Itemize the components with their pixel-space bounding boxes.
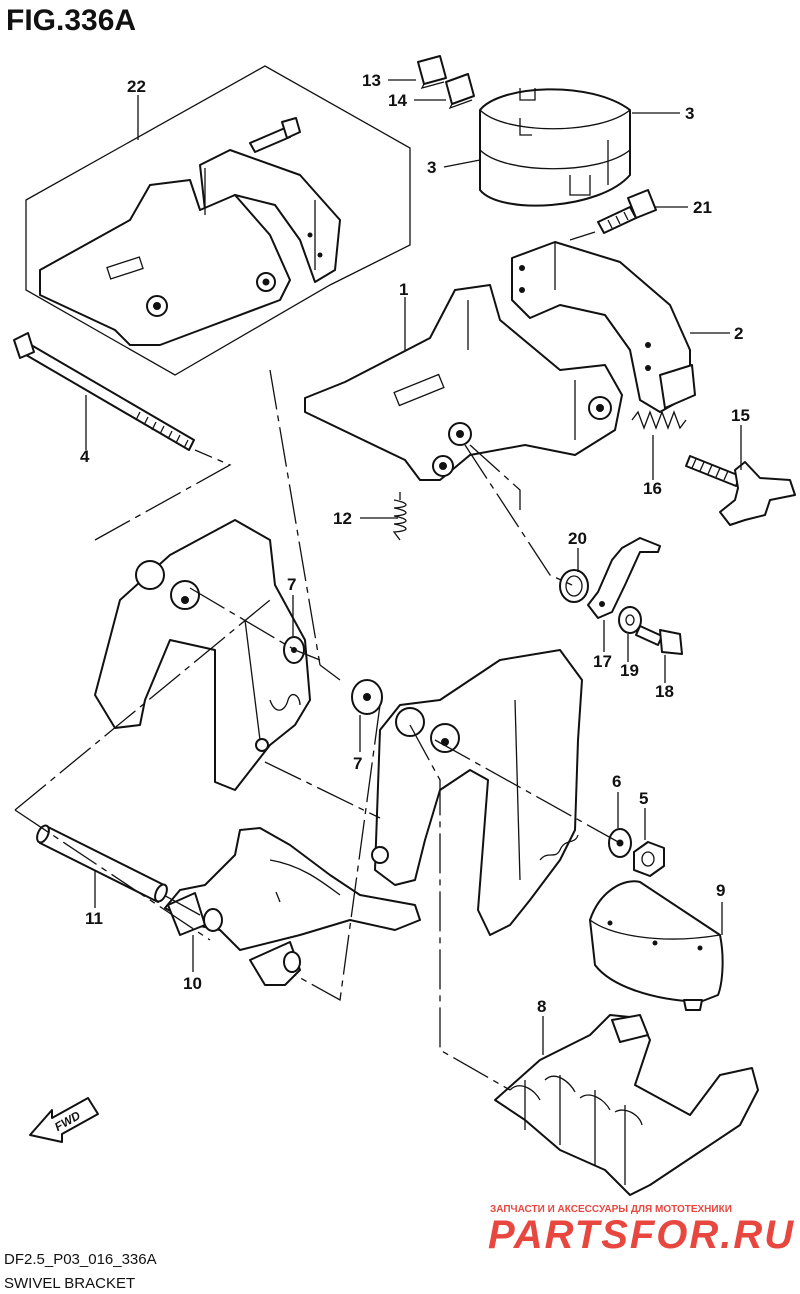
assembly-box-22 [25,65,411,376]
pad-14-drawing [445,73,475,110]
callout-2: 2 [734,324,743,343]
bolt-21-drawing [597,189,657,234]
pin-11-drawing [36,824,168,903]
callout-7-lower: 7 [353,754,362,773]
swivel-bracket-1-drawing [304,284,623,481]
stern-bracket-right-drawing [371,649,583,936]
watermark: ЗАПЧАСТИ И АКСЕССУАРЫ ДЛЯ МОТОТЕХНИКИ PA… [488,1204,795,1257]
callout-15: 15 [731,406,750,425]
fwd-arrow-icon: FWD [29,1097,99,1143]
callout-20: 20 [568,529,587,548]
centerlines [14,231,621,1091]
callout-11: 11 [85,909,103,928]
stern-bracket-left-drawing [94,519,311,791]
callout-16: 16 [643,479,662,498]
callout-10: 10 [183,974,202,993]
callout-1: 1 [399,280,408,299]
callout-7-upper: 7 [287,575,296,594]
washer-7b-drawing [351,679,383,715]
figure-code: DF2.5_P03_016_336A [4,1251,157,1268]
watermark-site: PARTSFOR.RU [488,1213,795,1257]
callout-19: 19 [620,661,639,680]
figure-name: SWIVEL BRACKET [4,1275,135,1292]
clamp-liner-3-drawing [479,88,631,207]
callout-labels: 22 13 14 3 3 21 1 2 4 15 16 12 20 7 17 1… [80,71,750,1016]
leader-lines [85,79,742,1055]
callout-17: 17 [593,652,612,671]
lever-17-drawing [587,537,661,619]
figure-title: FIG.336A [6,4,136,37]
tilt-plate-10-drawing [164,827,421,986]
callout-8: 8 [537,997,546,1016]
bolt-18-drawing [635,625,683,655]
thumb-screw-15-drawing [685,455,796,526]
callout-3-lower: 3 [427,158,436,177]
callout-18: 18 [655,682,674,701]
callout-14: 14 [388,91,407,110]
clamp-bracket-2-drawing [511,241,696,413]
callout-5: 5 [639,789,648,808]
long-bolt-4-drawing [13,332,195,451]
ring-20-drawing [559,569,589,603]
pad-13-drawing [417,55,447,90]
spring-16-drawing [631,410,687,430]
callout-3-upper: 3 [685,104,694,123]
nut-5-drawing [633,841,665,877]
swivel-bracket-assembly-drawing [39,117,341,346]
washer-19-drawing [618,606,642,634]
watermark-tagline: ЗАПЧАСТИ И АКСЕССУАРЫ ДЛЯ МОТОТЕХНИКИ [490,1204,732,1215]
callout-13: 13 [362,71,381,90]
clamp-shell-9-drawing [589,880,724,1011]
callout-9: 9 [716,881,725,900]
spring-12-drawing [392,492,407,541]
callout-6: 6 [612,772,621,791]
callout-4: 4 [80,447,90,466]
callout-21: 21 [693,198,712,217]
holder-8-drawing [494,1014,759,1196]
callout-12: 12 [333,509,352,528]
callout-22: 22 [127,77,146,96]
